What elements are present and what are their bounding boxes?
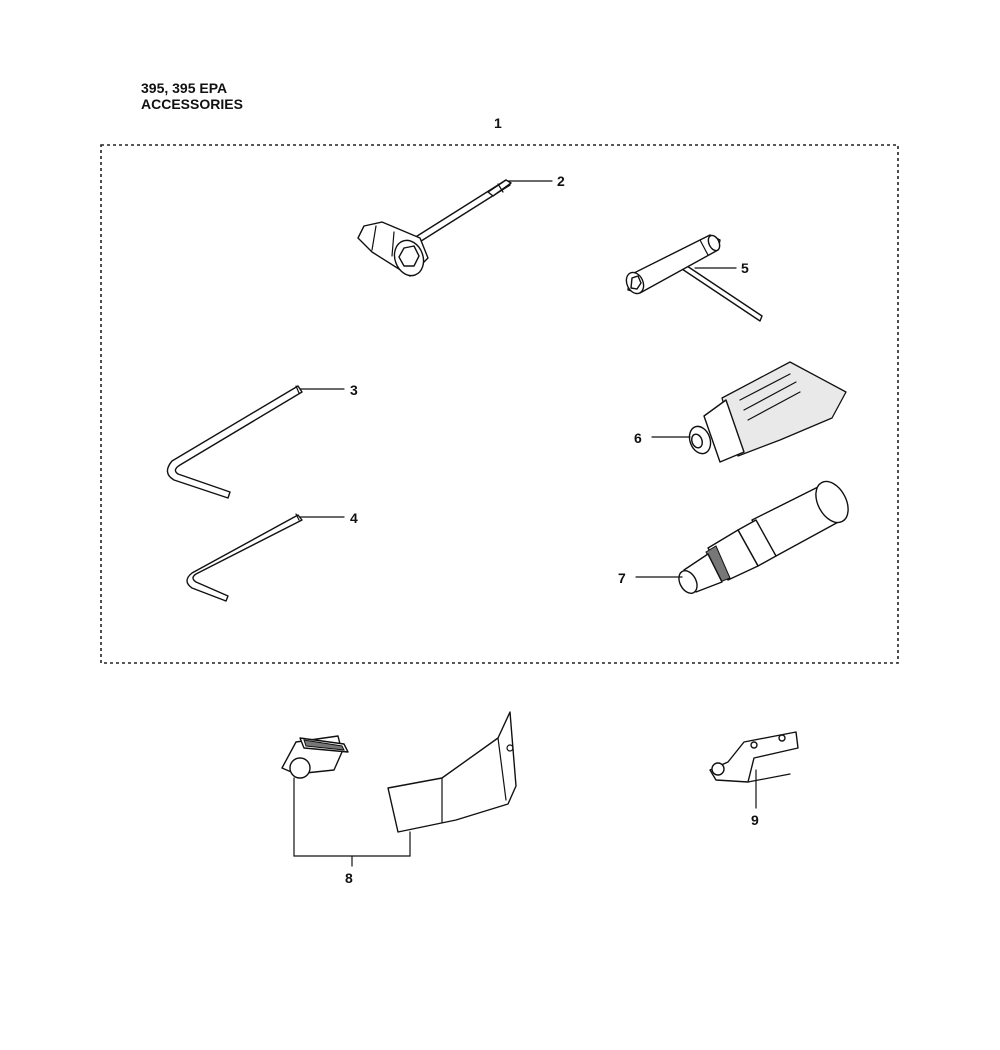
diagram-title: 395, 395 EPA ACCESSORIES [141, 80, 243, 112]
sleeve-tool [678, 480, 849, 594]
section-name: ACCESSORIES [141, 96, 243, 112]
callout-9: 9 [751, 812, 759, 828]
grease-tube [688, 361, 847, 463]
kit-boundary [100, 144, 899, 664]
combination-wrench [357, 179, 512, 277]
callout-5: 5 [741, 260, 749, 276]
callout-3: 3 [350, 382, 358, 398]
decal-and-guard-kit [281, 711, 517, 833]
model-line: 395, 395 EPA [141, 80, 228, 96]
hex-key-small [186, 513, 303, 602]
callout-6: 6 [634, 430, 642, 446]
bracket [709, 731, 799, 783]
t-wrench [625, 234, 763, 322]
callout-7: 7 [618, 570, 626, 586]
hex-key-large [166, 385, 303, 499]
callout-8: 8 [345, 870, 353, 886]
callout-2: 2 [557, 173, 565, 189]
callout-1: 1 [494, 115, 502, 131]
callout-4: 4 [350, 510, 358, 526]
